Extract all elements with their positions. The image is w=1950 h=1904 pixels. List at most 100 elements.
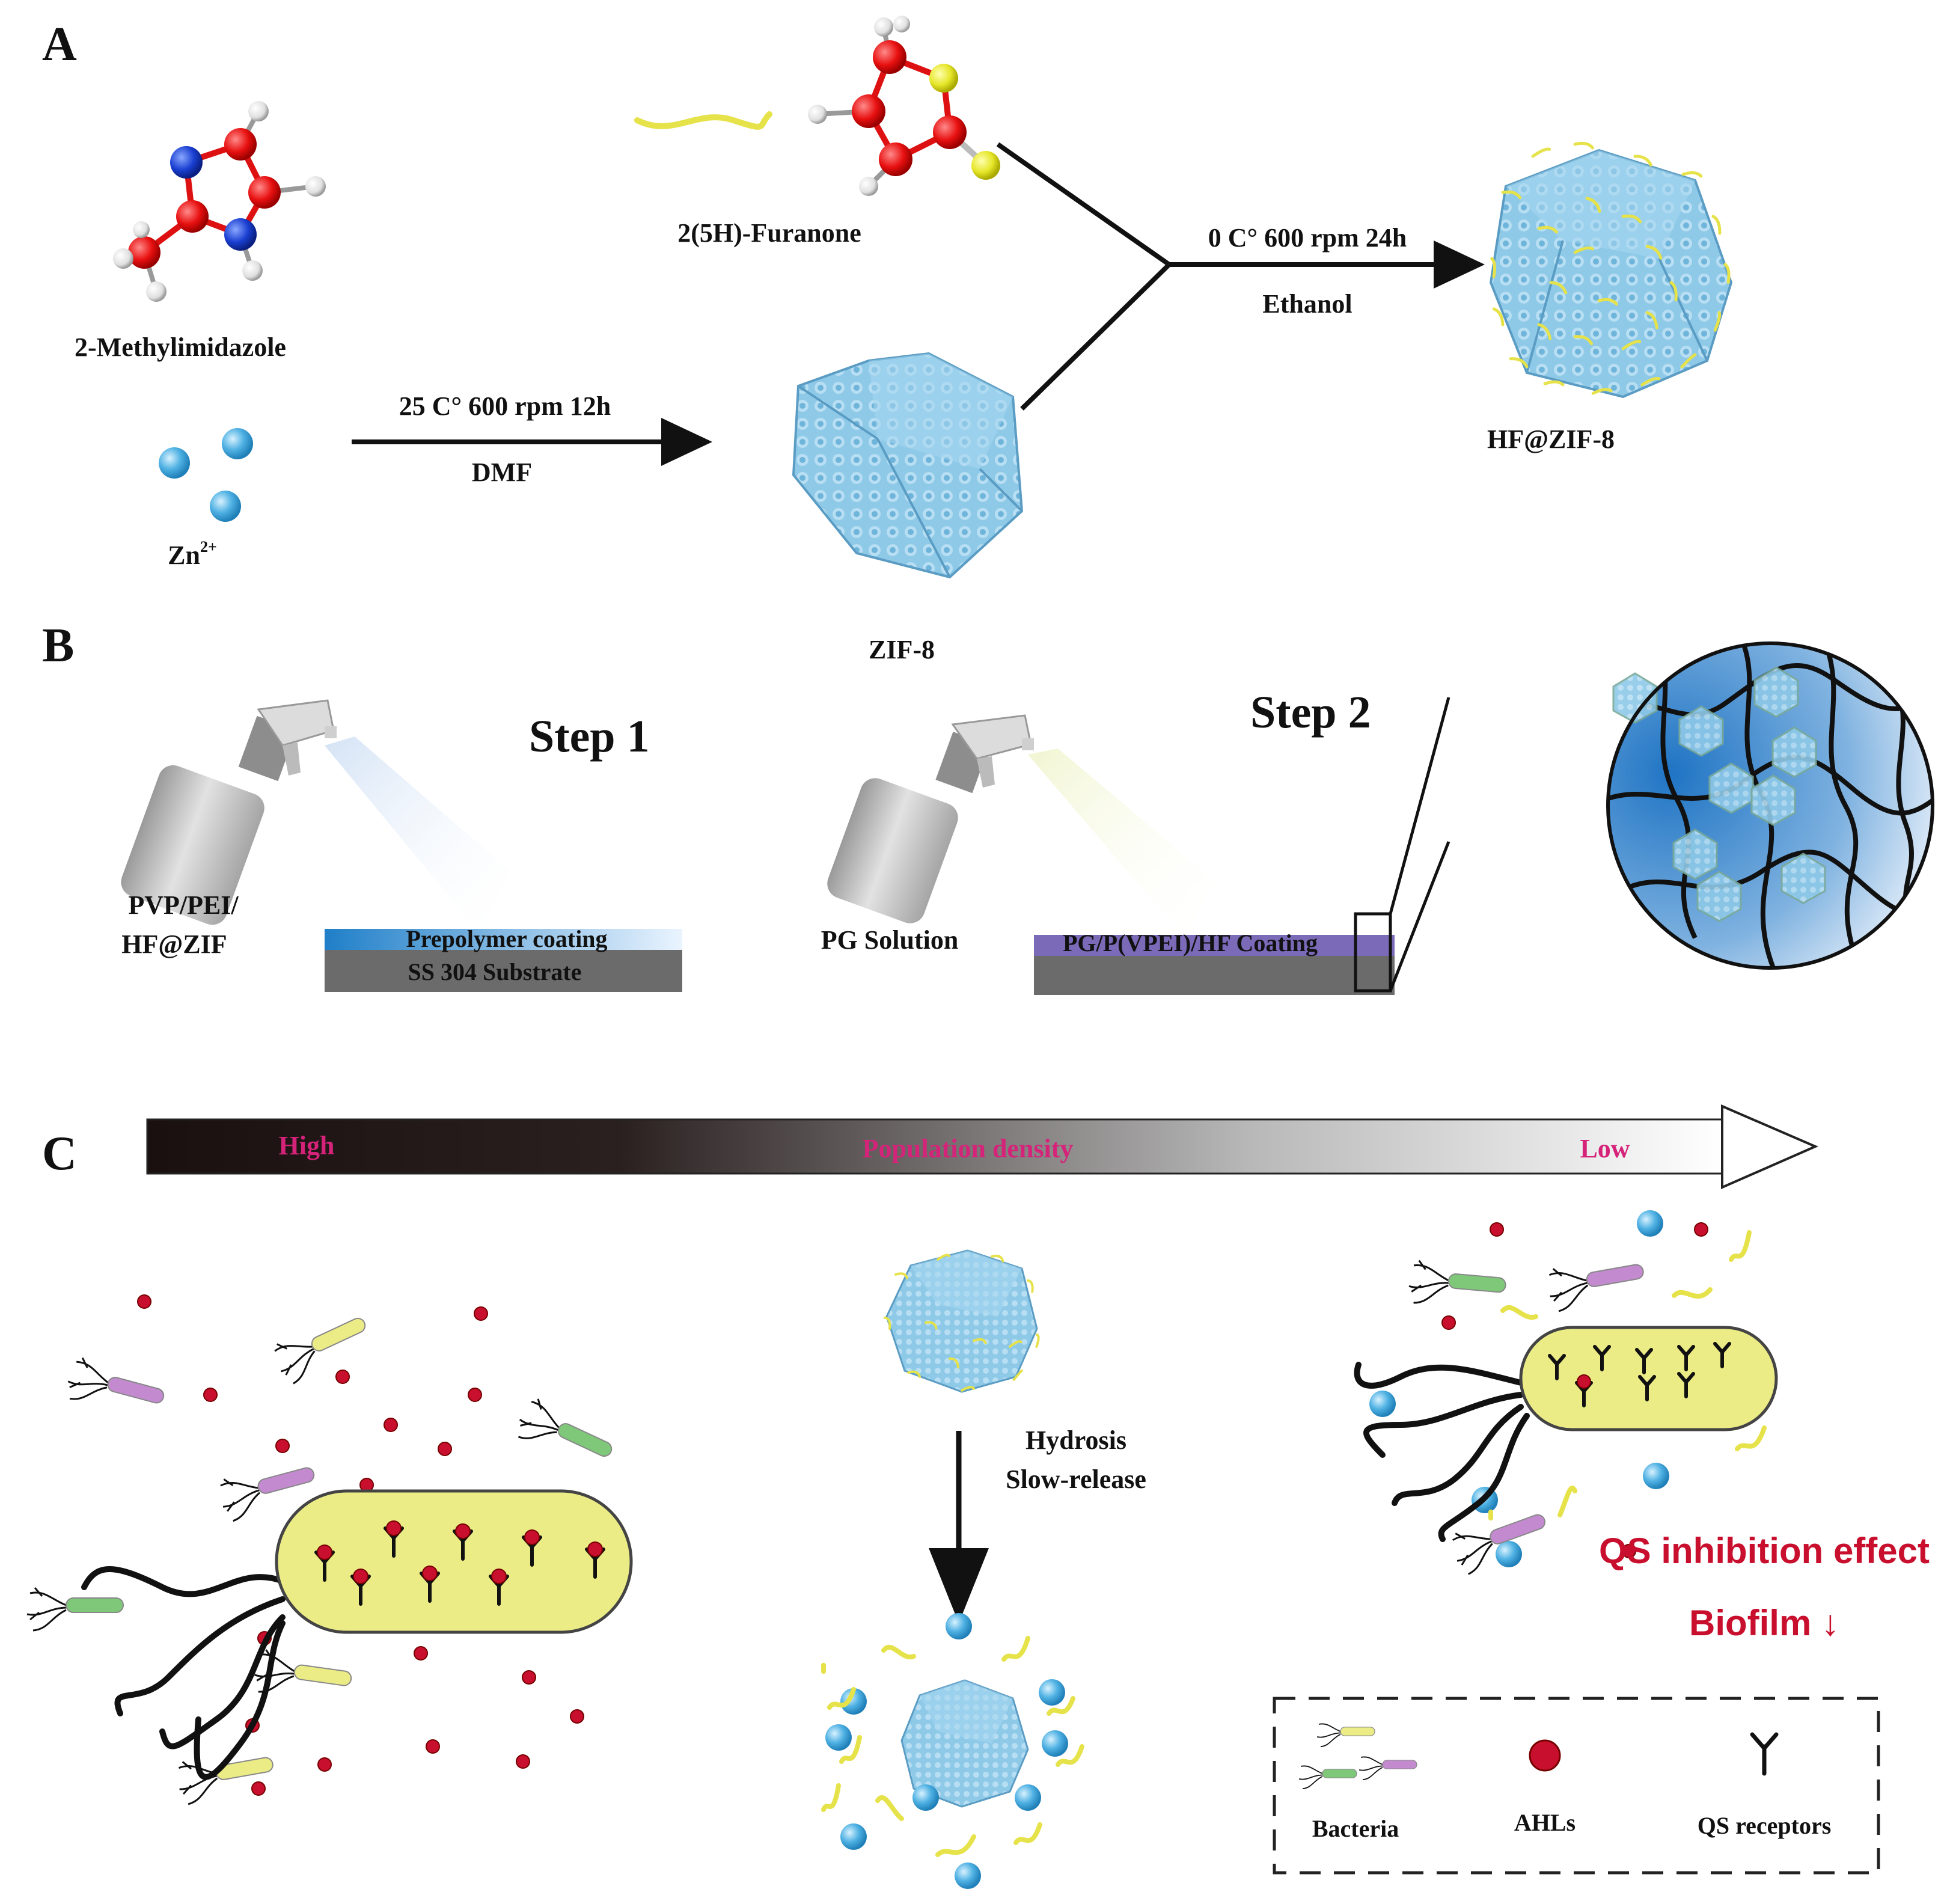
furanone-squiggle (883, 1316, 891, 1330)
substrate-1 (325, 929, 682, 992)
large-bacterium-inhibited (1354, 1326, 1778, 1542)
furanone-squiggle (937, 1254, 951, 1261)
qs-inhibition-label: QS inhibition effect (1599, 1531, 1930, 1571)
furanone-squiggle (1056, 1744, 1084, 1767)
furanone-squiggle (1531, 147, 1551, 158)
legend-bacteria-icon (1316, 1723, 1375, 1748)
furanone-squiggle (973, 1338, 987, 1344)
spray1-label-line2: HF@ZIF (121, 929, 227, 959)
spray1-label-line1: PVP/PEI/ (128, 890, 239, 920)
furanone-squiggle (1681, 171, 1703, 178)
ahl-dot (1441, 1315, 1456, 1330)
free-receptor-icon (1638, 1375, 1656, 1401)
furanone-squiggle (821, 1783, 841, 1812)
released-zinc-ions (825, 1613, 1068, 1889)
furanone-squiggle (1711, 215, 1722, 235)
ahl-dot (468, 1388, 482, 1402)
furanone-squiggle (1013, 1822, 1042, 1845)
synthesis-arrow-1 (352, 418, 712, 466)
zinc-ion-icon (1042, 1730, 1068, 1757)
ahl-dot (1622, 1544, 1636, 1558)
legend-receptors-label: QS receptors (1698, 1812, 1832, 1839)
furanone-squiggle (1035, 1333, 1040, 1348)
bound-receptor-icon (350, 1569, 371, 1606)
ahl-dot (1694, 1222, 1708, 1237)
ahl-dot (335, 1370, 350, 1384)
loading-arrow (996, 142, 1485, 411)
free-receptor-icon (1635, 1348, 1653, 1374)
panel-label-b: B (42, 619, 74, 672)
legend-ahls-label: AHLs (1514, 1809, 1576, 1836)
furanone-squiggle (1027, 1279, 1034, 1293)
legend-ahl-icon (1529, 1739, 1561, 1772)
furanone-squiggle (1645, 245, 1663, 260)
furanone-squiggle (1501, 190, 1522, 200)
small-bacterium-icon (1548, 1264, 1644, 1312)
furanone-squiggle (839, 1735, 862, 1764)
coating-label: PG/P(VPEI)/HF Coating (1063, 929, 1318, 957)
zoom-crystal-icon (1771, 726, 1817, 778)
furanone-squiggle (827, 1687, 856, 1710)
large-bacterium (81, 1489, 633, 1780)
furanone-squiggle (1573, 335, 1594, 346)
zinc-ion-icon (1496, 1541, 1522, 1567)
zoom-crystal-icon (1753, 666, 1799, 718)
released-furanone (821, 1636, 1084, 1857)
furanone-chain-icon (634, 111, 772, 130)
furanone-squiggle (1047, 1696, 1075, 1716)
furanone-squiggle (1621, 340, 1642, 350)
ahl-dot (384, 1418, 398, 1432)
small-bacterium-icon (1408, 1260, 1506, 1304)
small-bacterium-icon (1452, 1514, 1545, 1575)
zoom-line-top (1389, 697, 1450, 914)
furanone-squiggle (1001, 1636, 1030, 1662)
synthesis-conditions-1: 25 C° 600 rpm 12h (399, 391, 611, 421)
population-density-arrow (146, 1104, 1819, 1190)
bound-receptor-icon (522, 1529, 542, 1567)
zinc-ions-icon (159, 428, 253, 522)
ahl-dot (474, 1306, 488, 1321)
furanone-squiggle (1669, 281, 1678, 302)
furanone-squiggle (1633, 155, 1652, 167)
furanone-squiggle (1591, 388, 1613, 395)
zoom-network-circle (1606, 641, 1934, 970)
ahl-dot (414, 1646, 428, 1661)
furanone-squiggle (1729, 1230, 1752, 1262)
ahl-dot (522, 1670, 536, 1685)
high-density-scene (26, 1294, 633, 1805)
bound-receptor-icon (384, 1520, 404, 1558)
zinc-ion-icon (1369, 1391, 1396, 1417)
furanone-squiggle (1573, 141, 1594, 150)
release-line2: Slow-release (1006, 1465, 1146, 1494)
legend-bacteria-icon (1359, 1756, 1417, 1781)
furanone-squiggle (875, 1795, 904, 1821)
ahl-dot (317, 1757, 332, 1772)
spray2-label: PG Solution (821, 925, 959, 955)
panel-label-c: C (42, 1127, 77, 1180)
zoom-crystal-icon (1696, 871, 1742, 922)
zinc-ion-icon (825, 1724, 852, 1751)
methylimidazole-label: 2-Methylimidazole (75, 332, 286, 362)
small-bacterium-icon (274, 1317, 366, 1385)
furanone-label: 2(5H)-Furanone (677, 218, 861, 248)
furanone-squiggle (1012, 1369, 1023, 1381)
free-receptor-icon (1677, 1372, 1695, 1398)
furanone-squiggle (1723, 263, 1731, 284)
free-receptor-icon (1713, 1342, 1731, 1368)
furanone-squiggle (1509, 357, 1529, 369)
density-high-label: High (279, 1131, 335, 1160)
ahl-dot (426, 1739, 440, 1754)
furanone-squiggle (1621, 214, 1642, 224)
zinc-ion-icon (946, 1613, 972, 1639)
zif8-label: ZIF-8 (869, 635, 935, 664)
bound-receptor-icon (420, 1566, 440, 1603)
methylimidazole-molecule-icon (113, 101, 326, 302)
loading-solvent: Ethanol (1262, 289, 1352, 319)
furanone-squiggle (1492, 307, 1505, 326)
panel-label-a: A (42, 18, 77, 71)
furanone-squiggle (881, 1644, 916, 1660)
furanone-squiggle (1597, 298, 1618, 306)
zinc-ion-icon (840, 1823, 867, 1850)
zinc-ion-icon (1637, 1210, 1663, 1237)
furanone-squiggle (1573, 246, 1594, 254)
